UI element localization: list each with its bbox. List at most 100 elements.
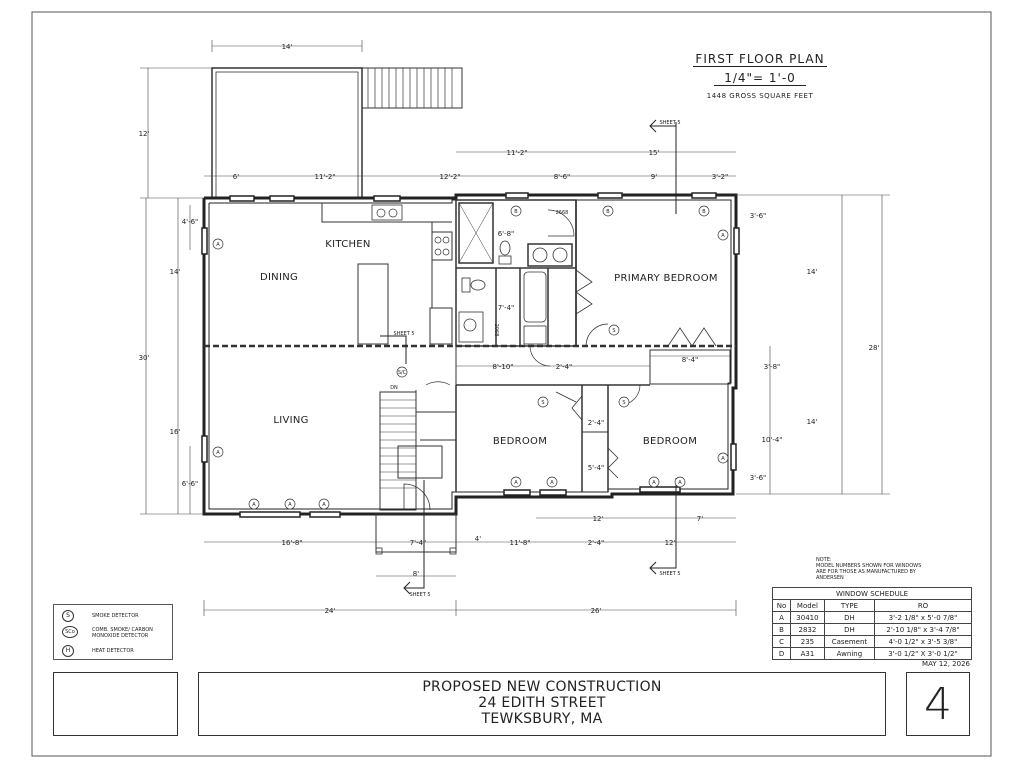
legend-label: COMB. SMOKE/ CARBON MONOXIDE DETECTOR [92,627,153,639]
svg-text:B: B [606,209,610,215]
svg-text:14': 14' [170,268,181,276]
ws-header: No [771,599,792,612]
svg-text:14': 14' [807,268,818,276]
room-label-bedroom-1: BEDROOM [493,436,547,447]
project-address-line: 24 EDITH STREET [478,695,606,711]
svg-text:SHEET 5: SHEET 5 [659,571,680,577]
svg-text:4'-6": 4'-6" [182,218,199,226]
svg-text:5'-4": 5'-4" [588,464,605,472]
svg-text:7'-4": 7'-4" [498,304,515,312]
room-label-primary-bedroom: PRIMARY BEDROOM [614,273,718,284]
svg-text:SHEET 5: SHEET 5 [659,120,680,126]
plan-area: 1448 GROSS SQUARE FEET [706,92,814,100]
svg-text:8'-6": 8'-6" [554,173,571,181]
deck [211,67,463,199]
svg-text:8'-4": 8'-4" [682,356,699,364]
svg-text:2068: 2068 [493,324,499,337]
blank-title-cell [53,672,178,736]
svg-text:11'-2": 11'-2" [314,173,335,181]
svg-text:2668: 2668 [556,210,569,216]
exterior-walls [202,193,738,516]
project-city-line: TEWKSBURY, MA [481,711,603,727]
svg-text:11'-2": 11'-2" [506,149,527,157]
svg-text:8': 8' [413,570,419,578]
svg-text:A: A [216,450,220,456]
svg-text:A: A [721,456,725,462]
svg-text:A: A [288,502,292,508]
plan-title: FIRST FLOOR PLAN 1/4"= 1'-0 1448 GROSS S… [680,48,840,100]
svg-text:S/C: S/C [398,370,407,376]
svg-text:12'-2": 12'-2" [439,173,460,181]
svg-text:A: A [514,480,518,486]
room-label-living: LIVING [273,415,308,426]
svg-text:12': 12' [665,539,676,547]
svg-text:4': 4' [475,535,481,543]
svg-text:16': 16' [170,428,181,436]
dimension-lines [140,40,890,616]
plan-scale: 1/4"= 1'-0 [714,71,806,86]
ws-header: RO [874,599,972,612]
window-tag-letters: A A B B B A A A A A A A A A S S S S/C [216,209,725,508]
window-note: NOTE: MODEL NUMBERS SHOWN FOR WINDOWS AR… [816,557,922,581]
room-label-kitchen: KITCHEN [325,239,370,250]
svg-text:A: A [652,480,656,486]
svg-text:6'-8": 6'-8" [498,230,515,238]
plan-title-name: FIRST FLOOR PLAN [693,52,827,67]
svg-text:2'-4": 2'-4" [588,419,605,427]
legend-label: SMOKE DETECTOR [92,613,139,619]
svg-text:6': 6' [233,173,239,181]
svg-text:30': 30' [139,354,150,362]
svg-text:3'-8": 3'-8" [764,363,781,371]
svg-text:12': 12' [593,515,604,523]
svg-text:SHEET 5: SHEET 5 [409,592,430,598]
svg-text:A: A [322,502,326,508]
svg-text:12': 12' [139,130,150,138]
legend-label: HEAT DETECTOR [92,648,134,654]
svg-text:B: B [514,209,518,215]
svg-text:9': 9' [651,173,657,181]
svg-text:A: A [216,242,220,248]
ws-header: Model [790,599,825,612]
svg-text:24': 24' [325,607,336,615]
heat-detector-icon: H [62,645,74,657]
co-detector-icon: SCo [62,626,78,638]
svg-text:A: A [550,480,554,486]
room-label-dining: DINING [260,272,298,283]
svg-text:10'-4": 10'-4" [761,436,782,444]
section-markers [380,119,677,595]
svg-text:DN: DN [390,385,398,391]
detector-legend: S SMOKE DETECTOR SCo COMB. SMOKE/ CARBON… [53,604,173,660]
svg-text:S: S [541,400,544,406]
project-title-block: PROPOSED NEW CONSTRUCTION 24 EDITH STREE… [198,672,886,736]
window-tags [212,205,729,510]
svg-text:2'-4": 2'-4" [588,539,605,547]
svg-text:14': 14' [282,43,293,51]
room-label-bedroom-2: BEDROOM [643,436,697,447]
svg-text:15': 15' [649,149,660,157]
svg-text:6'-6": 6'-6" [182,480,199,488]
ws-header: TYPE [823,599,876,612]
svg-text:8'-10": 8'-10" [492,363,513,371]
svg-text:3'-6": 3'-6" [750,212,767,220]
project-title-line: PROPOSED NEW CONSTRUCTION [422,679,662,695]
svg-text:2'-4": 2'-4" [556,363,573,371]
svg-text:S: S [622,400,625,406]
svg-text:16'-8": 16'-8" [281,539,302,547]
svg-text:11'-8": 11'-8" [509,539,530,547]
drawing-date: MAY 12, 2026 [922,660,970,668]
svg-text:A: A [252,502,256,508]
sheet-border [31,11,992,757]
svg-text:A: A [678,480,682,486]
svg-text:26': 26' [591,607,602,615]
window-schedule-title: WINDOW SCHEDULE [772,587,972,600]
smoke-detector-icon: S [62,610,74,622]
svg-text:SHEET 5: SHEET 5 [393,331,414,337]
svg-text:14': 14' [807,418,818,426]
dimension-labels: 14' 12' 6' 11'-2" 12'-2" 8'-6" 9' 3'-2" … [139,43,880,615]
